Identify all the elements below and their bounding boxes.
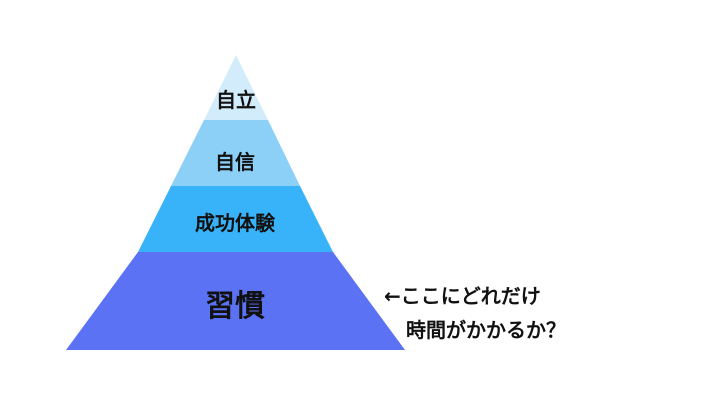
annotation-text-1: ここにどれだけ — [400, 284, 541, 308]
tier-label-confidence: 自信 — [215, 150, 255, 174]
tier-label-success-experience: 成功体験 — [195, 211, 275, 235]
pyramid-tier-success-experience — [138, 186, 333, 252]
tier-label-independence: 自立 — [216, 88, 256, 112]
pyramid-tier-independence — [204, 55, 268, 120]
pyramid-tier-confidence — [171, 120, 300, 186]
annotation-note: ←ここにどれだけ 時間がかかるか？ — [384, 279, 566, 347]
annotation-line-1: ←ここにどれだけ — [384, 279, 566, 313]
annotation-text-2: 時間がかかるか？ — [406, 318, 566, 342]
left-arrow-icon: ← — [384, 284, 401, 308]
pyramid-tier-habit — [66, 252, 405, 350]
tier-label-habit: 習慣 — [205, 289, 265, 324]
